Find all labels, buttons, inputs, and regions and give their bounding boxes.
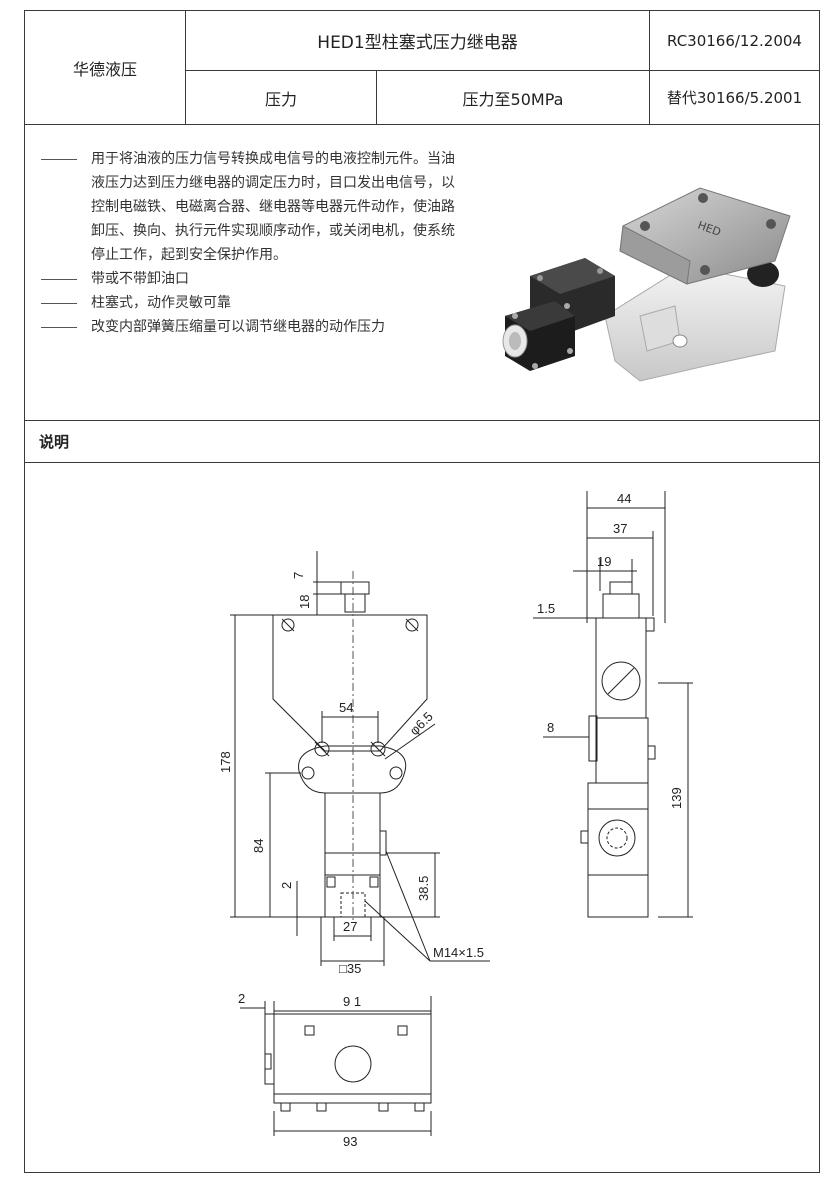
feature-item: 带或不带卸油口 [41, 267, 461, 291]
dim-label: 1.5 [537, 601, 555, 616]
replaces-code: 替代30166/5.2001 [666, 89, 803, 107]
dim-label: M14×1.5 [433, 945, 484, 960]
product-photo: HED [502, 187, 791, 382]
dim-label: 9 1 [343, 994, 361, 1009]
side-view-drawing [533, 491, 693, 918]
dim-label: 38.5 [416, 876, 431, 901]
dim-label: 18 [297, 595, 312, 609]
parameter-value: 压力至50MPa [462, 89, 564, 109]
feature-item: 用于将油液的压力信号转换成电信号的电液控制元件。当油液压力达到压力继电器的调定压… [41, 147, 461, 267]
datasheet: 华德液压 HED1型柱塞式压力继电器 RC30166/12.2004 压力 压力… [24, 10, 820, 1173]
dimension-drawings: 7 18 178 54 φ6.5 84 2 38.5 27 □35 M14×1.… [218, 491, 693, 1149]
page-title: HED1型柱塞式压力继电器 [317, 33, 518, 53]
bottom-view-drawing [240, 996, 432, 1136]
front-view-drawing [230, 551, 490, 966]
dim-label: 7 [291, 572, 306, 579]
feature-item: 柱塞式，动作灵敏可靠 [41, 291, 461, 315]
dim-label: 139 [669, 787, 684, 809]
document-code: RC30166/12.2004 [667, 31, 802, 50]
dim-label: 54 [339, 700, 353, 715]
dim-label: 19 [597, 554, 611, 569]
features-section: 用于将油液的压力信号转换成电信号的电液控制元件。当油液压力达到压力继电器的调定压… [25, 125, 819, 421]
dim-label: 84 [251, 839, 266, 853]
dim-label: φ6.5 [407, 709, 436, 738]
header-table: 华德液压 HED1型柱塞式压力继电器 RC30166/12.2004 压力 压力… [25, 11, 819, 125]
section-label: 说明 [25, 421, 819, 463]
dim-label: 178 [218, 751, 233, 773]
dim-label: 37 [613, 521, 627, 536]
feature-list: 用于将油液的压力信号转换成电信号的电液控制元件。当油液压力达到压力继电器的调定压… [41, 147, 461, 339]
dim-label: 27 [343, 919, 357, 934]
dim-label: □35 [339, 961, 361, 976]
dim-label: 8 [547, 720, 554, 735]
dim-label: 2 [279, 882, 294, 889]
dim-label: 93 [343, 1134, 357, 1149]
feature-item: 改变内部弹簧压缩量可以调节继电器的动作压力 [41, 315, 461, 339]
parameter-name: 压力 [264, 89, 297, 109]
dim-label: 44 [617, 491, 631, 506]
dim-label: 2 [238, 991, 245, 1006]
brand-name: 华德液压 [72, 59, 137, 79]
